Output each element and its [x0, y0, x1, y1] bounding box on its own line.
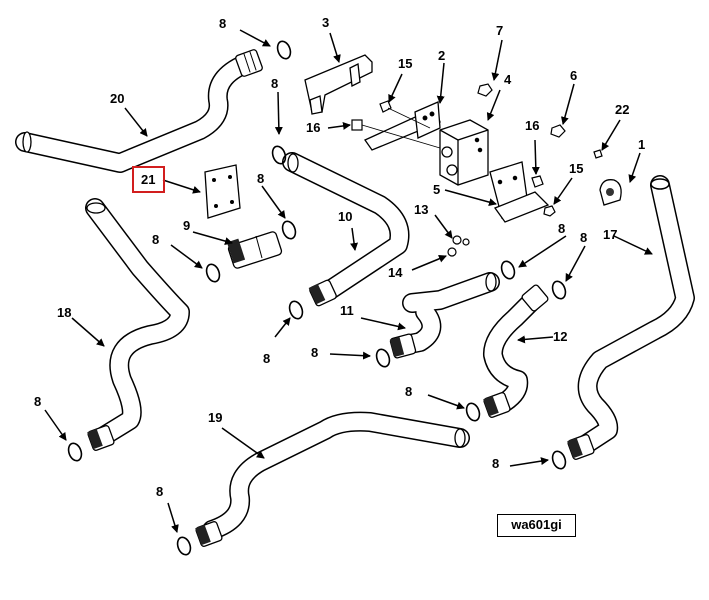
nut-15b [543, 205, 556, 217]
clamp-1 [599, 179, 622, 206]
hose-12 [483, 284, 549, 418]
bracket-5 [489, 161, 550, 223]
callout-9: 9 [183, 218, 191, 233]
callout-10: 10 [338, 209, 353, 224]
callout-7: 7 [496, 23, 504, 38]
highlight-box-21 [132, 166, 165, 193]
callout-8-g: 8 [558, 221, 566, 236]
callout-16-a: 16 [306, 120, 321, 135]
callout-15-b: 15 [569, 161, 584, 176]
bolt-15 [379, 100, 431, 129]
callout-22: 22 [615, 102, 630, 117]
fitting-13 [452, 235, 470, 246]
callout-8-c: 8 [257, 171, 265, 186]
bracket-3 [304, 54, 373, 115]
callout-20: 20 [110, 91, 125, 106]
hose-10 [282, 152, 410, 307]
hose-17 [567, 175, 695, 460]
callout-4: 4 [504, 72, 512, 87]
callout-8-l: 8 [156, 484, 164, 499]
manifold-block-4 [439, 119, 489, 186]
screw-22 [593, 149, 603, 159]
callout-8-e: 8 [263, 351, 271, 366]
stud-16 [351, 119, 441, 149]
callout-8-a: 8 [219, 16, 227, 31]
bolt-16b [531, 175, 544, 188]
callout-14: 14 [388, 265, 403, 280]
leader-lines [44, 29, 653, 533]
callout-8-k: 8 [492, 456, 500, 471]
hose-18 [85, 198, 190, 451]
callout-15-a: 15 [398, 56, 413, 71]
callout-16-b: 16 [525, 118, 540, 133]
coupler-9 [226, 231, 283, 269]
callout-1: 1 [638, 137, 646, 152]
hose-19 [195, 411, 470, 547]
fitting-14 [447, 247, 457, 257]
callout-12: 12 [553, 329, 568, 344]
callout-19: 19 [208, 410, 223, 425]
nut-6 [550, 124, 566, 138]
callout-8-h: 8 [580, 230, 588, 245]
figure-reference-code: wa601gi [497, 514, 576, 537]
callout-8-b: 8 [271, 76, 279, 91]
hose-20 [15, 49, 263, 173]
bracket-2 [364, 101, 441, 151]
callout-18: 18 [57, 305, 72, 320]
callout-5: 5 [433, 182, 441, 197]
callout-3: 3 [322, 15, 330, 30]
callout-8-f: 8 [311, 345, 319, 360]
callout-8-d: 8 [152, 232, 160, 247]
o-rings-8 [67, 40, 567, 556]
callout-13: 13 [414, 202, 429, 217]
callout-6: 6 [570, 68, 578, 83]
callout-17: 17 [603, 227, 618, 242]
callout-11: 11 [340, 303, 354, 318]
bracket-21 [204, 164, 241, 219]
callout-8-j: 8 [34, 394, 42, 409]
callout-2: 2 [438, 48, 446, 63]
hose-11 [389, 272, 500, 359]
nut-7 [477, 83, 493, 97]
callout-21: 21 [141, 172, 156, 187]
callout-8-i: 8 [405, 384, 413, 399]
